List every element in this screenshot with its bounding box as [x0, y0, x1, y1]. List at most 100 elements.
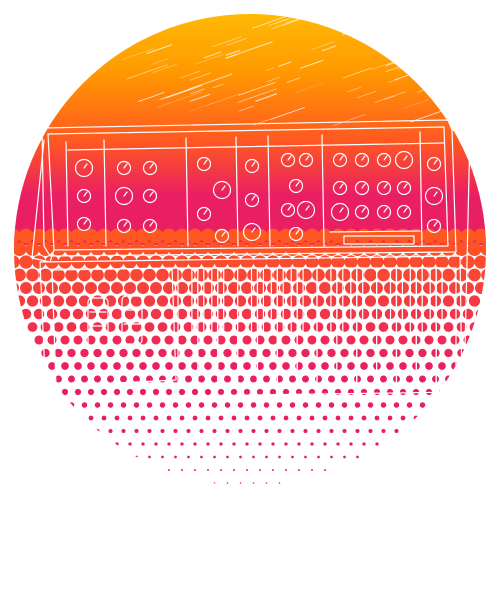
halftone-dot [132, 348, 141, 358]
halftone-dot [306, 308, 318, 320]
halftone-dot [174, 482, 177, 484]
halftone-dot [380, 375, 387, 383]
halftone-dot [490, 362, 498, 370]
halftone-dot [405, 348, 414, 358]
halftone-dot [86, 335, 96, 345]
halftone-dot [69, 428, 74, 434]
halftone-dot [194, 469, 196, 471]
halftone-dot [238, 428, 243, 434]
halftone-dot [156, 295, 169, 307]
halftone-dot [165, 362, 173, 370]
halftone-dot [24, 442, 28, 446]
halftone-dot [360, 388, 368, 396]
halftone-dot [319, 308, 331, 320]
halftone-dot [55, 375, 62, 383]
halftone-dot [283, 415, 289, 421]
halftone-dot [264, 428, 269, 434]
halftone-dot [424, 335, 434, 345]
halftone-dot [201, 255, 215, 269]
texture-streak [188, 73, 233, 90]
halftone-dot [107, 375, 114, 383]
halftone-dot [143, 295, 156, 307]
halftone-dot [68, 402, 75, 408]
halftone-dot [47, 335, 57, 345]
knob-indicator [203, 209, 208, 215]
halftone-dot [233, 469, 235, 471]
halftone-dot [408, 228, 424, 244]
halftone-dot [256, 388, 264, 396]
halftone-dot [207, 241, 222, 257]
halftone-dot [243, 388, 251, 396]
halftone-dot [18, 228, 34, 244]
halftone-dot [202, 308, 214, 320]
halftone-dot [214, 255, 228, 269]
halftone-dot [364, 268, 377, 282]
halftone-dot [87, 388, 95, 396]
halftone-dot [159, 402, 166, 408]
halftone-dot [295, 388, 303, 396]
halftone-dot [387, 415, 393, 421]
halftone-dot [130, 295, 143, 307]
halftone-dot [378, 322, 389, 332]
halftone-dot [137, 308, 149, 320]
halftone-dot [442, 268, 455, 282]
halftone-dot [467, 469, 469, 471]
synthesizer-icon [31, 119, 471, 399]
texture-streak [212, 36, 242, 48]
halftone-dot [229, 335, 239, 345]
halftone-dot [23, 415, 29, 421]
halftone-dot [408, 482, 411, 484]
halftone-dot [268, 335, 278, 345]
halftone-dot [93, 348, 102, 358]
halftone-dot [415, 469, 417, 471]
knob-indicator [383, 207, 388, 213]
halftone-dot [185, 375, 192, 383]
texture-streak [342, 67, 373, 79]
synth-knob [244, 158, 260, 174]
knob-indicator [403, 155, 408, 161]
halftone-dot [173, 428, 178, 434]
halftone-dot [400, 415, 406, 421]
halftone-dot [381, 428, 386, 434]
halftone-dot [252, 455, 255, 459]
halftone-dot [126, 388, 134, 396]
halftone-dot [487, 229, 500, 244]
halftone-dot [145, 348, 154, 358]
halftone-dot [178, 388, 186, 396]
halftone-dot [310, 442, 314, 446]
halftone-dot [236, 348, 245, 358]
halftone-dot [358, 282, 370, 294]
halftone-dot [473, 482, 476, 484]
halftone-dot [278, 228, 294, 244]
halftone-dot [54, 348, 63, 358]
halftone-dot [428, 241, 443, 257]
knob-indicator [433, 221, 438, 227]
halftone-dot [434, 482, 437, 484]
halftone-dot [0, 416, 2, 421]
halftone-dot [148, 482, 151, 484]
halftone-dot [448, 255, 462, 269]
halftone-dot [53, 322, 64, 332]
knob-indicator [251, 227, 256, 233]
halftone-dot [161, 228, 177, 244]
halftone-dot [318, 255, 332, 269]
halftone-dot [351, 295, 364, 307]
halftone-dot [493, 469, 495, 471]
halftone-dot [0, 309, 5, 320]
halftone-dot [338, 268, 351, 282]
halftone-dot [278, 482, 281, 484]
halftone-dot [477, 362, 485, 370]
halftone-dot [39, 268, 52, 282]
texture-streak [267, 77, 280, 82]
halftone-dot [211, 402, 218, 408]
halftone-dot [14, 362, 17, 370]
texture-streak [347, 86, 362, 93]
halftone-dot [96, 228, 112, 244]
halftone-dot [484, 375, 486, 383]
halftone-dot [250, 375, 257, 383]
halftone-dot [376, 469, 378, 471]
halftone-dot [315, 375, 322, 383]
knob-indicator [221, 231, 226, 237]
halftone-dot [143, 268, 156, 282]
halftone-dot [348, 415, 354, 421]
